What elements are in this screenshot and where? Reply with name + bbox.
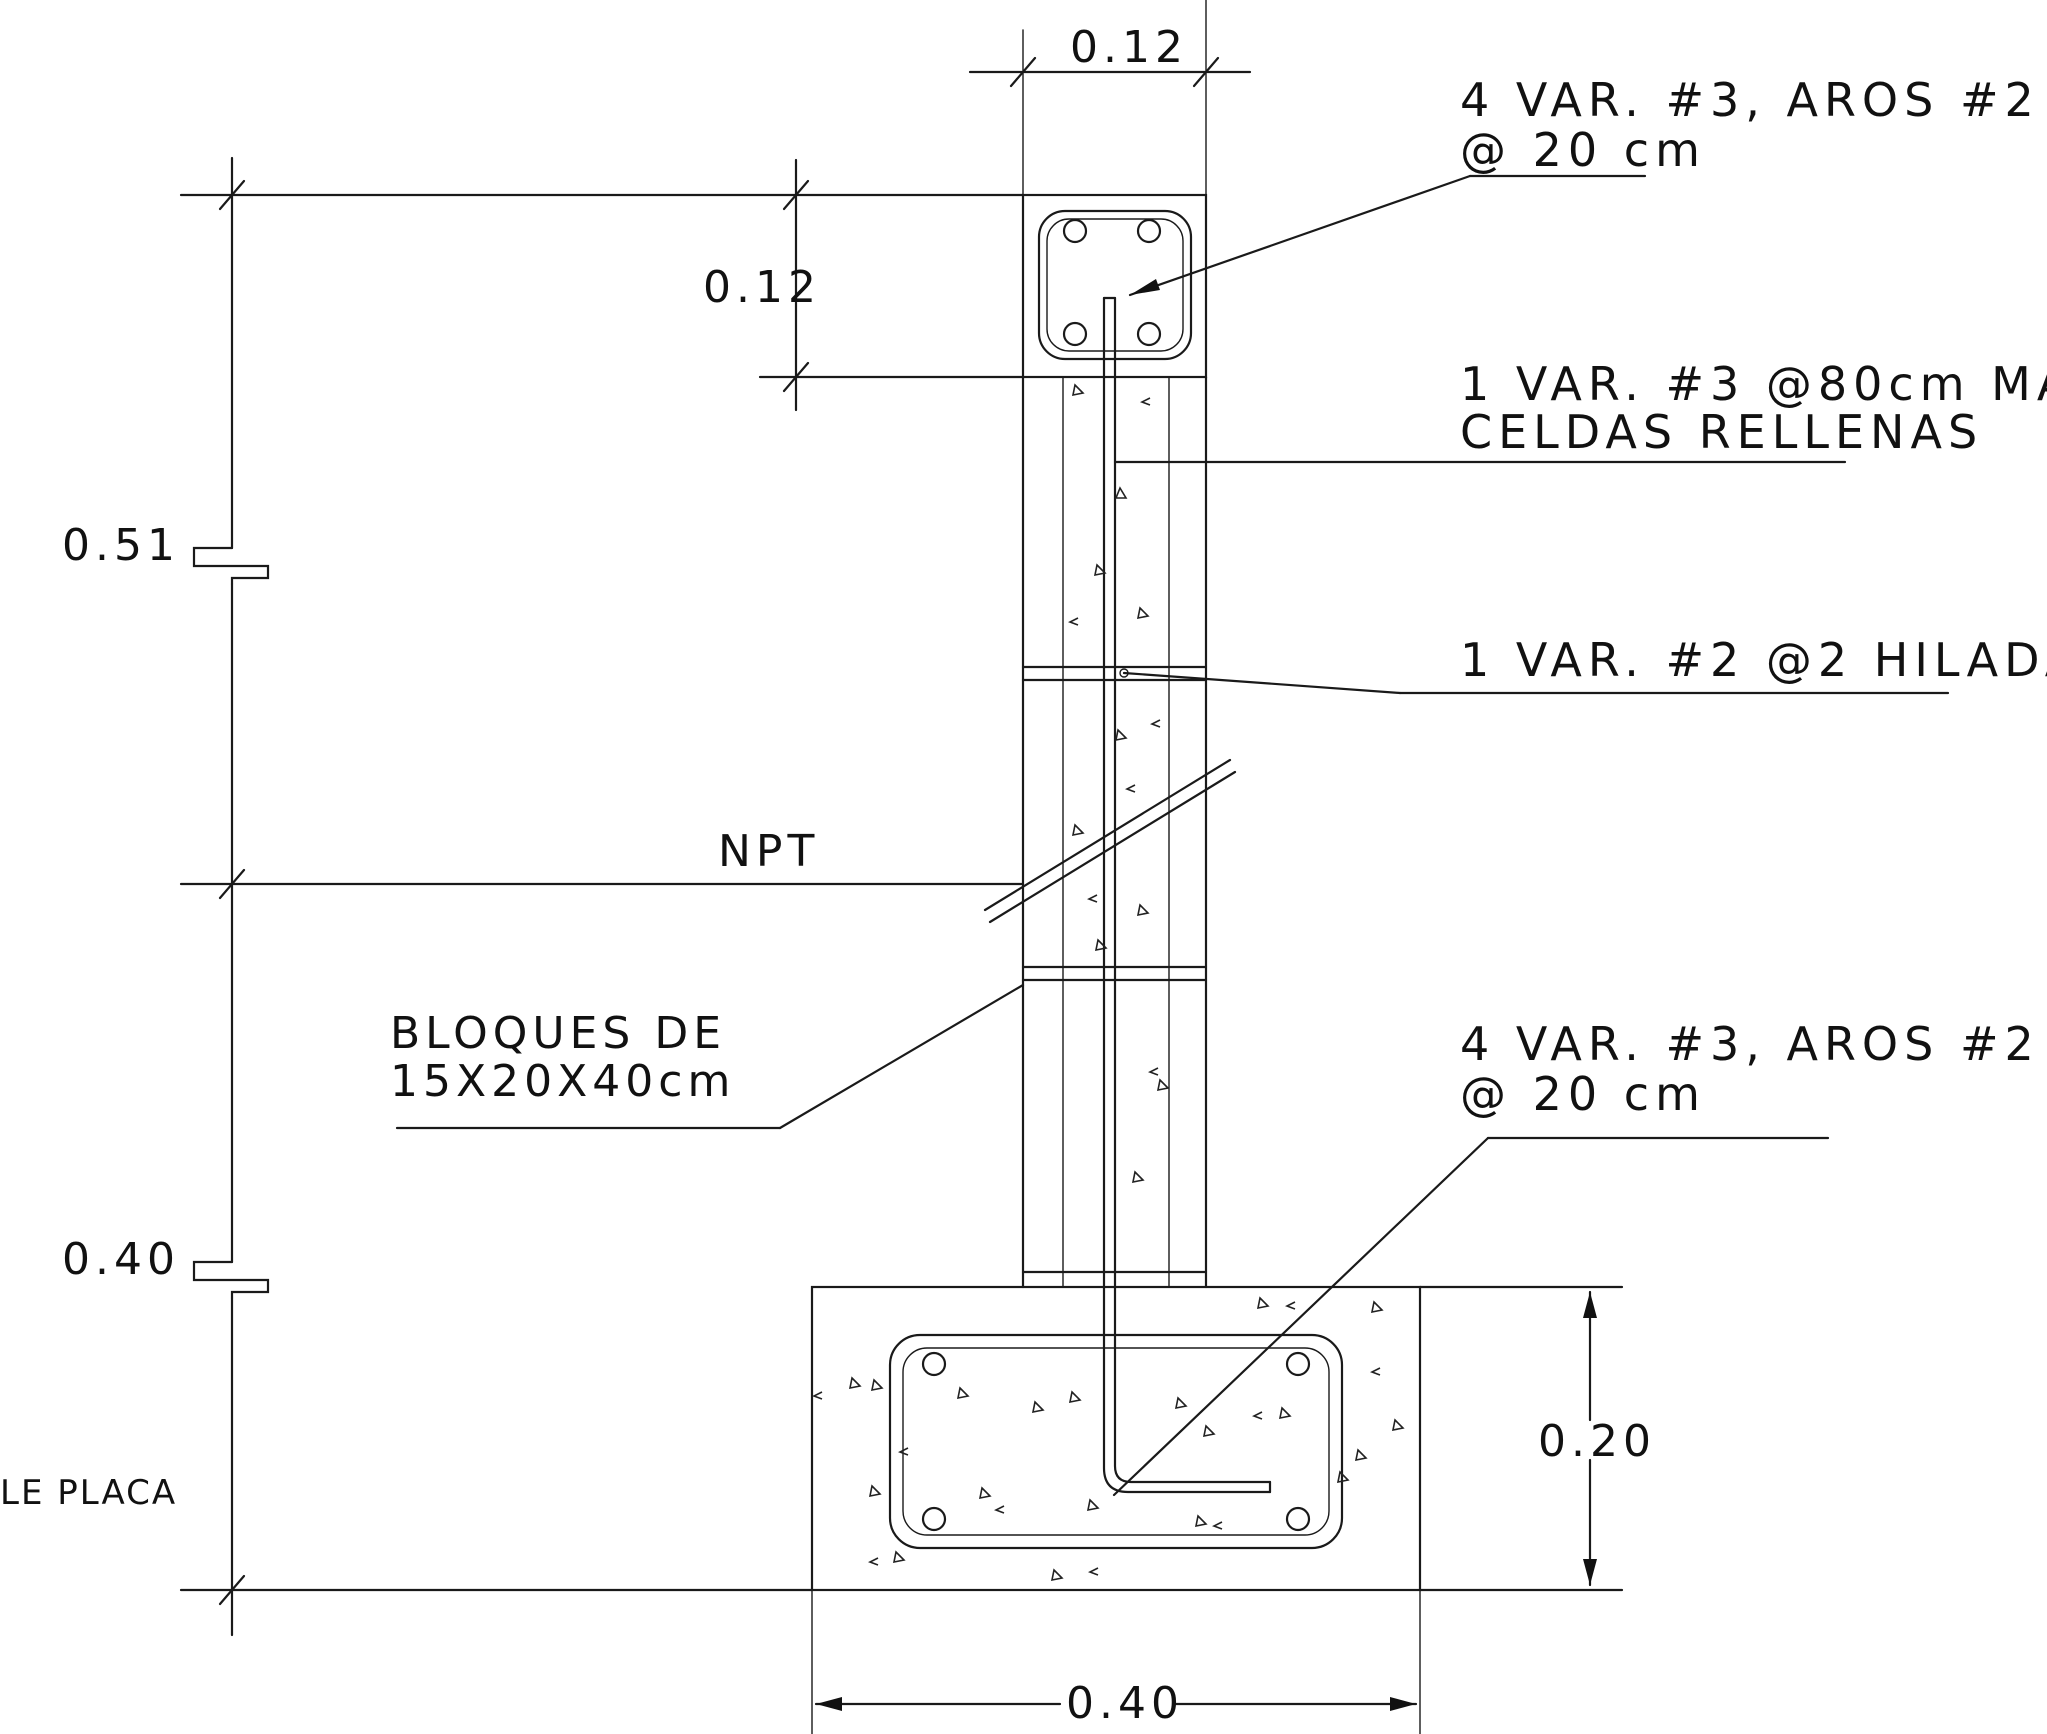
top-callout-line2: @ 20 cm — [1460, 123, 1706, 177]
placa-label: LE PLACA — [0, 1473, 177, 1513]
annotations: 0.12 0.12 0.51 0.40 0.20 0.40 4 VAR. #3,… — [0, 22, 2047, 1729]
footing-width-label: 0.40 — [1066, 1678, 1184, 1729]
vertical-bar-callout-line2: CELDAS RELLENAS — [1460, 405, 1983, 459]
horizontal-bar-callout: 1 VAR. #2 @2 HILADAS — [1460, 633, 2047, 687]
masonry-wall — [1021, 296, 1272, 1494]
beam-height-label: 0.12 — [703, 262, 821, 313]
footing — [810, 1285, 1422, 1592]
npt-break-line — [983, 758, 1237, 924]
wall-above-npt-label: 0.51 — [62, 520, 180, 571]
leader-lines — [395, 174, 1950, 1497]
bottom-callout-line2: @ 20 cm — [1460, 1067, 1706, 1121]
top-callout-line1: 4 VAR. #3, AROS #2 — [1460, 73, 2040, 127]
bottom-callout-line1: 4 VAR. #3, AROS #2 — [1460, 1017, 2040, 1071]
npt-label: NPT — [718, 826, 819, 877]
beam-height-dimension — [758, 158, 1025, 412]
vertical-bar-callout-line1: 1 VAR. #3 @80cm MAX. — [1460, 357, 2047, 411]
top-width-label: 0.12 — [1070, 22, 1188, 73]
blocks-label-line2: 15X20X40cm — [390, 1056, 735, 1107]
footing-height-label: 0.20 — [1538, 1416, 1656, 1467]
top-width-dimension — [968, 0, 1252, 196]
footing-height-dimension — [1418, 1285, 1624, 1592]
blocks-label-line1: BLOQUES DE — [390, 1008, 726, 1059]
wall-below-npt-label: 0.40 — [62, 1234, 180, 1285]
footing-width-dimension — [811, 1589, 1421, 1734]
left-dimension-chain — [179, 156, 1025, 1637]
